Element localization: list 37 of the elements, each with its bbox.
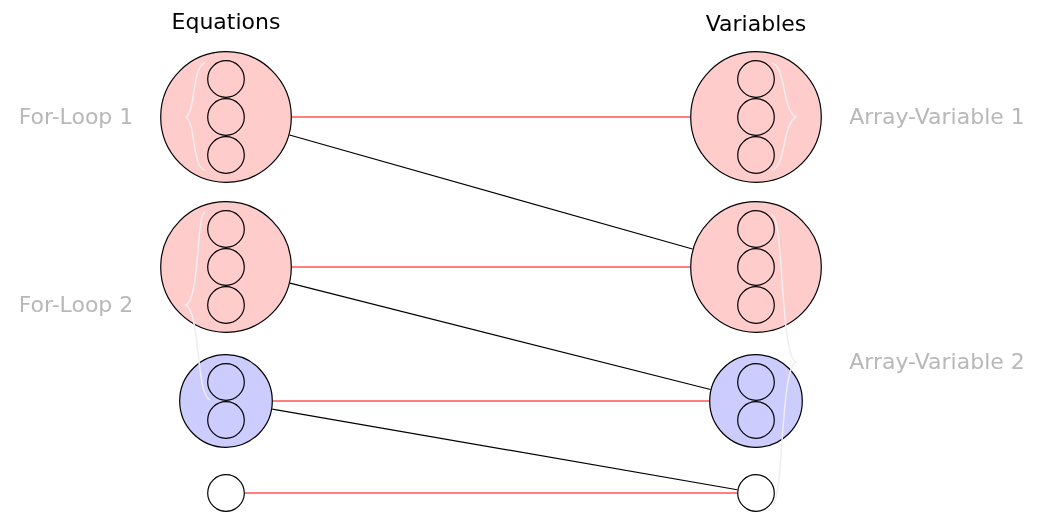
circle-node <box>737 136 775 174</box>
connector-line <box>272 400 710 402</box>
circle-node <box>690 51 822 183</box>
circle-node <box>690 201 822 333</box>
connector-line <box>291 116 691 118</box>
circle-node <box>737 248 775 286</box>
connector-line <box>271 408 738 491</box>
group-label: Array-Variable 2 <box>849 349 1025 375</box>
circle-node <box>737 286 775 324</box>
circle-node <box>160 51 292 183</box>
connector-line <box>291 266 691 268</box>
circle-node <box>207 136 245 174</box>
column-heading: Variables <box>705 11 807 37</box>
group-label: For-Loop 2 <box>18 292 134 318</box>
group-label: Array-Variable 1 <box>849 104 1025 130</box>
circle-node <box>709 354 803 448</box>
circle-node <box>207 60 245 98</box>
connector-line <box>289 282 712 391</box>
circle-node <box>207 248 245 286</box>
circle-node <box>207 98 245 136</box>
circle-node <box>207 474 245 512</box>
circle-node <box>207 363 245 401</box>
connector-line <box>244 492 738 494</box>
circle-node <box>207 210 245 248</box>
circle-node <box>179 354 273 448</box>
circle-node <box>160 201 292 333</box>
circle-node <box>737 60 775 98</box>
column-heading: Equations <box>171 9 281 35</box>
circle-node <box>737 401 775 439</box>
group-label: For-Loop 1 <box>18 104 134 130</box>
circle-node <box>737 98 775 136</box>
circle-node <box>737 363 775 401</box>
circle-node <box>737 210 775 248</box>
circle-node <box>207 286 245 324</box>
circle-node <box>737 474 775 512</box>
connector-line <box>288 134 694 250</box>
circle-node <box>207 401 245 439</box>
